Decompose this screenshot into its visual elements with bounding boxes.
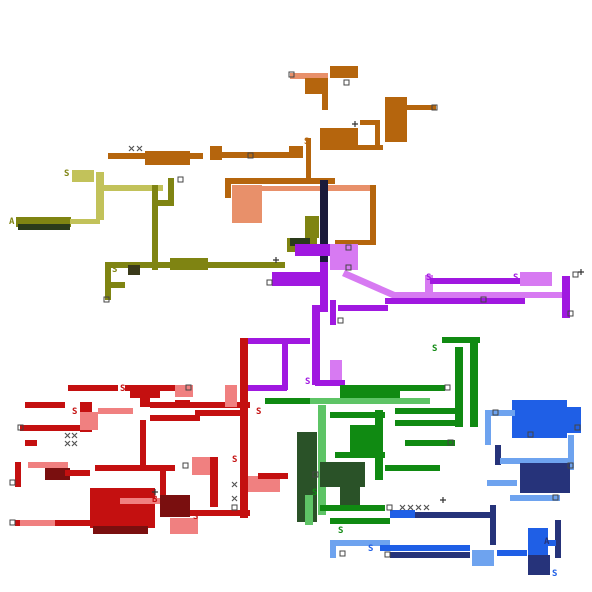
map-labels: S S A S S S S S S S S S B S S S S S A S (9, 137, 557, 579)
area-label-a-east: A (544, 537, 550, 547)
save-label-olive: S (64, 169, 69, 179)
save-label-purple-south: S (305, 377, 310, 387)
region-blue (330, 400, 581, 575)
region-red (15, 338, 288, 534)
save-label-red-east: S (256, 407, 261, 417)
save-label-red-west: S (72, 407, 77, 417)
save-label-green-southeast: S (338, 526, 343, 536)
region-north (108, 66, 436, 245)
area-label-b: B (152, 495, 158, 505)
map-markers (9, 71, 581, 558)
save-label-red-southeast: S (193, 512, 198, 522)
save-label-green-south: S (312, 488, 317, 498)
save-label-purple-far-east: S (513, 273, 518, 283)
save-label-green-north: S (432, 344, 437, 354)
area-label-a-west: A (9, 217, 15, 227)
save-label-blue-south: S (368, 544, 373, 554)
region-purple (245, 180, 570, 391)
x-marks (64, 145, 430, 511)
save-label-blue-southeast: S (552, 569, 557, 579)
save-label-red-south: S (144, 504, 149, 514)
plus-marks (152, 121, 584, 503)
save-label-north: S (304, 137, 309, 147)
save-label-red-north: S (120, 384, 125, 394)
region-green (265, 337, 480, 525)
save-label-purple-east: S (426, 273, 431, 283)
save-label-olive-south: S (112, 265, 117, 275)
save-label-red-central: S (232, 455, 237, 465)
